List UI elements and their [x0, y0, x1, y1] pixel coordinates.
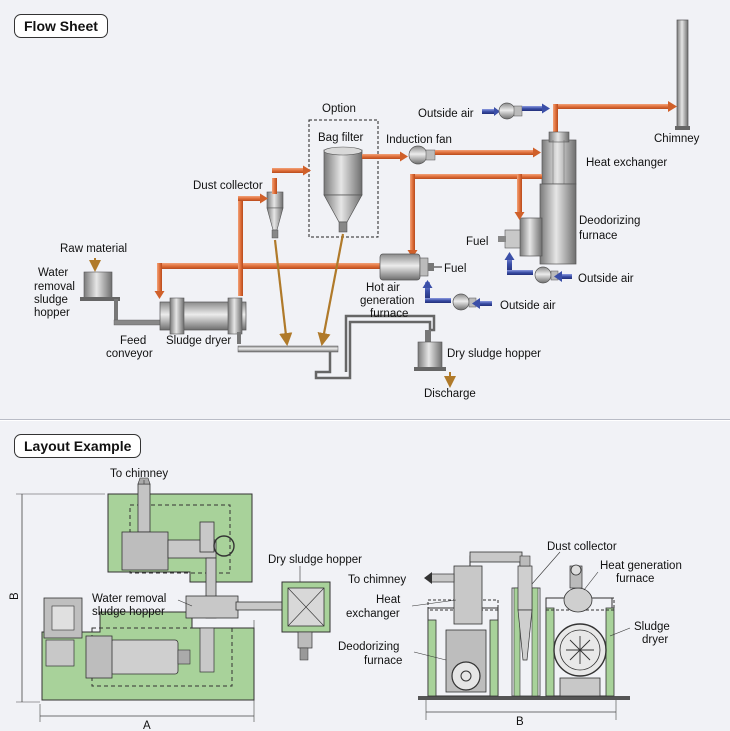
hot-duct-bag-to-fan	[362, 151, 408, 162]
label-outside-air-mid: Outside air	[578, 273, 634, 285]
label-chimney: Chimney	[654, 133, 700, 145]
label-dim-b-left: B	[9, 592, 21, 600]
outside-air-fan-top	[482, 102, 550, 120]
label-water-removal-2: removal	[34, 281, 75, 293]
label-to-chimney-plan: To chimney	[110, 468, 168, 480]
label-dust-collector: Dust collector	[193, 180, 263, 192]
chimney-shape	[675, 19, 690, 130]
label-raw-material: Raw material	[60, 243, 127, 255]
label-deodorizing-furnace-1: Deodorizing	[579, 215, 640, 227]
induction-fan-shape	[408, 145, 541, 165]
label-sludge-dryer: Sludge dryer	[166, 335, 231, 347]
label-water-removal-1: Water	[38, 267, 68, 279]
hot-air-furnace-shape	[379, 253, 442, 281]
label-water-removal-plan-2: sludge hopper	[92, 606, 165, 618]
dry-sludge-chutes	[273, 233, 345, 347]
label-deodorizing-elev-1: Deodorizing	[338, 641, 399, 653]
outside-air-fan-mid	[504, 252, 572, 284]
label-hot-air-1: Hot air	[366, 282, 400, 294]
water-removal-hopper-shape	[80, 258, 120, 301]
label-bag-filter: Bag filter	[318, 132, 364, 144]
dust-collector-shape	[266, 165, 311, 239]
flow-sheet-panel	[0, 0, 730, 420]
deodorizing-furnace-shape	[498, 183, 577, 265]
label-option: Option	[322, 103, 356, 115]
label-dry-sludge-hopper: Dry sludge hopper	[447, 348, 541, 360]
label-sludge-dryer-elev-1: Sludge	[634, 621, 670, 633]
label-sludge-dryer-elev-2: dryer	[642, 634, 668, 646]
label-to-chimney-elev: To chimney	[348, 574, 406, 586]
label-heat-generation-2: furnace	[616, 573, 654, 585]
flow-sheet-drawing: Option Bag filter Outside air Induction …	[34, 19, 700, 400]
bottom-conveyor-shape	[237, 314, 436, 380]
section-title-layout-example: Layout Example	[14, 434, 142, 458]
label-dust-collector-elev: Dust collector	[547, 541, 617, 553]
label-feed-conveyor-2: conveyor	[106, 348, 153, 360]
section-title-flow-sheet: Flow Sheet	[14, 14, 108, 38]
sludge-dryer-shape	[159, 297, 247, 344]
label-fuel-left: Fuel	[466, 236, 488, 248]
label-water-removal-4: hopper	[34, 307, 70, 319]
feed-conveyor-shape	[113, 299, 167, 326]
layout-elevation-view: B	[338, 541, 682, 728]
label-dry-sludge-hopper-plan: Dry sludge hopper	[268, 554, 362, 566]
label-discharge: Discharge	[424, 388, 476, 400]
hot-duct-furnace-to-dryer	[154, 263, 380, 299]
label-heat-generation-1: Heat generation	[600, 560, 682, 572]
bag-filter-shape	[323, 146, 363, 233]
label-heat-exchanger: Heat exchanger	[586, 157, 667, 169]
heat-exchanger-shape	[541, 131, 577, 185]
label-hot-air-2: generation	[360, 295, 414, 307]
label-fuel-right: Fuel	[444, 263, 466, 275]
label-dim-a: A	[143, 720, 151, 731]
label-deodorizing-furnace-2: furnace	[579, 230, 617, 242]
label-outside-air-top: Outside air	[418, 108, 474, 120]
label-heat-exchanger-elev-1: Heat	[376, 594, 401, 606]
label-heat-exchanger-elev-2: exchanger	[346, 608, 400, 620]
label-hot-air-3: furnace	[370, 308, 408, 320]
label-induction-fan: Induction fan	[386, 134, 452, 146]
hot-duct-to-chimney	[553, 101, 677, 142]
dry-sludge-hopper-shape	[414, 330, 456, 388]
hot-duct-dryer-to-dust	[238, 193, 268, 296]
layout-plan-view: B A	[9, 468, 362, 731]
outside-air-fan-low	[422, 280, 492, 311]
label-water-removal-3: sludge	[34, 294, 68, 306]
label-feed-conveyor-1: Feed	[120, 335, 146, 347]
label-water-removal-plan-1: Water removal	[92, 593, 166, 605]
label-deodorizing-elev-2: furnace	[364, 655, 402, 667]
label-outside-air-low: Outside air	[500, 300, 556, 312]
label-dim-b-bottom: B	[516, 716, 524, 728]
